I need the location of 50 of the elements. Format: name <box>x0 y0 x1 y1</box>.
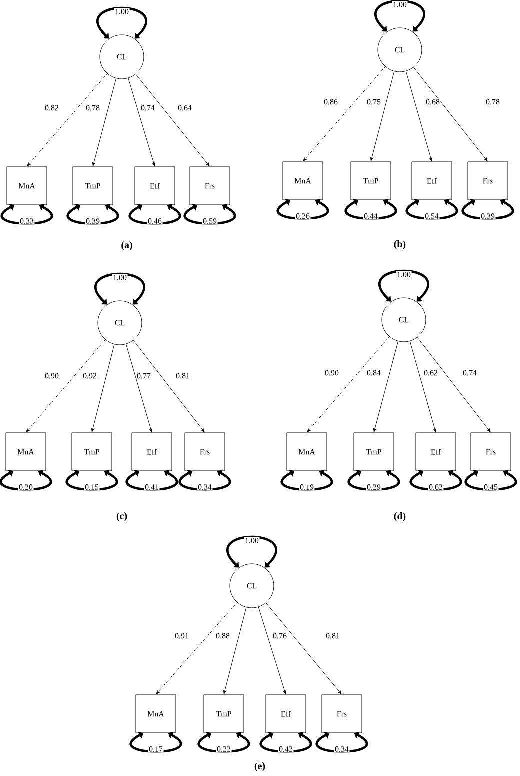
curved-arrow <box>130 732 182 753</box>
curved-arrow <box>316 732 368 753</box>
arrow <box>26 340 106 432</box>
arrow <box>307 336 390 432</box>
curved-arrow <box>276 198 330 220</box>
curved-arrow <box>126 470 178 491</box>
arrow <box>92 344 115 432</box>
curved-arrow <box>260 732 312 753</box>
arrow <box>410 341 436 432</box>
curved-arrow <box>344 198 398 220</box>
curved-arrow <box>66 204 120 225</box>
curved-arrow <box>348 470 400 491</box>
arrow <box>224 607 247 694</box>
arrow <box>126 344 152 432</box>
panel-label: (a) <box>122 241 132 251</box>
curved-arrow <box>198 732 250 753</box>
curved-arrow <box>226 536 278 568</box>
arrow <box>266 602 342 694</box>
arrow <box>370 71 395 162</box>
curved-arrow <box>406 198 458 220</box>
panel-label: (d) <box>394 512 406 522</box>
curved-arrow <box>0 470 52 491</box>
arrow <box>27 74 108 166</box>
arrow <box>128 78 156 166</box>
curved-arrow <box>94 272 146 305</box>
curved-arrow <box>464 470 518 491</box>
curved-arrow <box>66 470 118 491</box>
curved-arrow <box>0 204 54 225</box>
arrow <box>92 78 117 166</box>
arrow <box>258 606 286 694</box>
curved-arrow <box>280 470 334 491</box>
arrow <box>303 66 386 162</box>
arrow <box>417 337 491 432</box>
panel-label: (b) <box>394 240 406 250</box>
arrow <box>136 74 210 166</box>
arrow <box>406 71 432 162</box>
curved-arrow <box>128 204 182 225</box>
curved-arrow <box>96 6 148 39</box>
arrow <box>133 340 205 432</box>
curved-arrow <box>374 0 426 32</box>
curved-arrow <box>378 270 430 302</box>
arrow <box>374 341 399 432</box>
arrow <box>156 602 238 694</box>
curved-arrow <box>184 204 236 225</box>
arrow <box>414 67 488 162</box>
panel-label: (c) <box>116 512 128 522</box>
curved-arrow <box>462 198 514 220</box>
panel-label: (e) <box>254 762 266 772</box>
curved-arrow <box>178 470 232 491</box>
curved-arrow <box>410 470 462 491</box>
